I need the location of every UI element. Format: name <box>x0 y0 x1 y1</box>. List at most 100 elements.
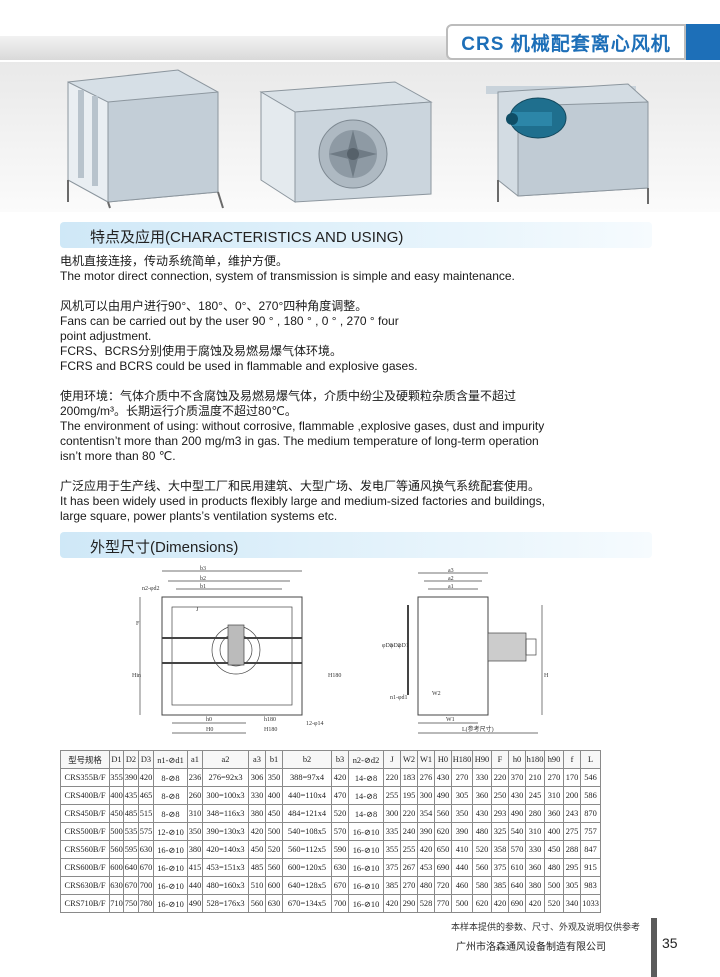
table-cell: 870 <box>580 804 601 823</box>
table-cell: 385 <box>491 876 509 895</box>
table-cell: 700 <box>138 876 154 895</box>
table-cell: 16-⊘10 <box>348 894 384 913</box>
para-line: 使用环境：气体介质中不含腐蚀及易燃易爆气体，介质中纷尘及硬颗粒杂质含量不超过 <box>60 389 517 403</box>
table-cell: 484=121x4 <box>282 804 332 823</box>
table-cell: 245 <box>525 786 545 805</box>
column-header: L <box>580 750 601 769</box>
table-cell: 300 <box>417 786 435 805</box>
table-cell: 710 <box>109 894 124 913</box>
table-cell: 595 <box>123 840 139 859</box>
table-cell: 700 <box>331 894 349 913</box>
table-cell: 170 <box>563 768 581 787</box>
table-cell: 528=176x3 <box>202 894 249 913</box>
label-D2: φD2 <box>390 643 401 649</box>
label-D1: φD1 <box>398 643 409 649</box>
table-cell: 390=130x3 <box>202 822 249 841</box>
table-cell: 520 <box>472 840 492 859</box>
column-header: h90 <box>544 750 564 769</box>
table-cell: 250 <box>491 786 509 805</box>
table-cell: 16-⊘10 <box>153 876 188 895</box>
para-line: 广泛应用于生产线、大中型工厂和民用建筑、大型广场、发电厂等通风换气系统配套使用。 <box>60 479 541 493</box>
column-header: D2 <box>123 750 139 769</box>
table-header-row: 型号规格 D1 D2 D3 n1-⊘d1 a1 a2 a3 b1 b2 b3 n… <box>60 750 601 769</box>
table-cell: 375 <box>491 858 509 877</box>
table-cell: 16-⊘10 <box>348 858 384 877</box>
table-cell: 270 <box>544 768 564 787</box>
column-header: h0 <box>508 750 526 769</box>
table-cell: 255 <box>400 840 418 859</box>
table-cell: 16-⊘10 <box>348 876 384 895</box>
column-header: H90 <box>472 750 492 769</box>
table-cell: 450 <box>265 804 283 823</box>
table-cell: 360 <box>544 804 564 823</box>
para-line: The environment of using: without corros… <box>60 419 545 433</box>
table-cell: 310 <box>544 786 564 805</box>
para-line: FCRS、BCRS分别使用于腐蚀及易燃易爆气体环境。 <box>60 344 343 358</box>
table-cell: 14-⊘8 <box>348 804 384 823</box>
table-cell: 670 <box>123 876 139 895</box>
table-cell: 440=110x4 <box>282 786 332 805</box>
table-cell: 355 <box>109 768 124 787</box>
table-cell: 490 <box>508 804 526 823</box>
table-cell: 520 <box>331 804 349 823</box>
para-line: Fans can be carried out by the user 90 °… <box>60 314 399 328</box>
table-cell: 600=120x5 <box>282 858 332 877</box>
table-cell: 915 <box>580 858 601 877</box>
table-cell: 435 <box>123 786 139 805</box>
column-header: a3 <box>248 750 266 769</box>
table-cell: 195 <box>400 786 418 805</box>
table-cell: 450 <box>248 840 266 859</box>
table-cell: 720 <box>434 876 452 895</box>
table-cell: 350 <box>187 822 203 841</box>
table-cell: 420 <box>248 822 266 841</box>
table-cell: 375 <box>383 858 401 877</box>
paragraph-angle: 风机可以由用户进行90°、180°、0°、270°四种角度调整。 Fans ca… <box>60 299 660 374</box>
table-cell: 293 <box>491 804 509 823</box>
table-cell: 570 <box>331 822 349 841</box>
table-cell: 650 <box>434 840 452 859</box>
column-header: J <box>383 750 401 769</box>
column-header: 型号规格 <box>60 750 110 769</box>
table-cell: 400 <box>265 786 283 805</box>
column-header: n2-⊘d2 <box>348 750 384 769</box>
table-cell: 670=134x5 <box>282 894 332 913</box>
table-cell: 480 <box>544 858 564 877</box>
label-D3: φD3 <box>382 643 393 649</box>
table-cell: 330 <box>525 840 545 859</box>
table-cell: 780 <box>138 894 154 913</box>
label-b1: b1 <box>200 584 206 590</box>
table-cell: 220 <box>383 768 401 787</box>
para-line: point adjustment. <box>60 329 152 343</box>
table-cell: 390 <box>451 822 473 841</box>
column-header: F <box>491 750 509 769</box>
label-W1: W1 <box>446 717 455 723</box>
section-title-dimensions: 外型尺寸(Dimensions) <box>90 539 239 556</box>
table-cell: 350 <box>451 804 473 823</box>
spec-table: 型号规格 D1 D2 D3 n1-⊘d1 a1 a2 a3 b1 b2 b3 n… <box>60 750 601 913</box>
table-cell: 306 <box>248 768 266 787</box>
table-cell: 430 <box>472 804 492 823</box>
table-cell: 270 <box>400 876 418 895</box>
para-line: The motor direct connection, system of t… <box>60 269 515 283</box>
column-header: h180 <box>525 750 545 769</box>
table-cell: 630 <box>138 840 154 859</box>
paragraph-application: 广泛应用于生产线、大中型工厂和民用建筑、大型广场、发电厂等通风换气系统配套使用。… <box>60 479 660 524</box>
model-cell: CRS450B/F <box>60 804 110 823</box>
column-header: b2 <box>282 750 332 769</box>
table-cell: 528 <box>417 894 435 913</box>
table-cell: 500 <box>109 822 124 841</box>
section-dimensions: 外型尺寸(Dimensions) <box>60 532 652 558</box>
table-cell: 560=112x5 <box>282 840 332 859</box>
table-cell: 267 <box>400 858 418 877</box>
table-cell: 348=116x3 <box>202 804 249 823</box>
table-cell: 480 <box>417 876 435 895</box>
table-cell: 430 <box>508 786 526 805</box>
label-a3: a3 <box>448 568 454 574</box>
table-cell: 580 <box>472 876 492 895</box>
table-cell: 305 <box>451 786 473 805</box>
label-n2d2: n2-φd2 <box>142 586 159 592</box>
